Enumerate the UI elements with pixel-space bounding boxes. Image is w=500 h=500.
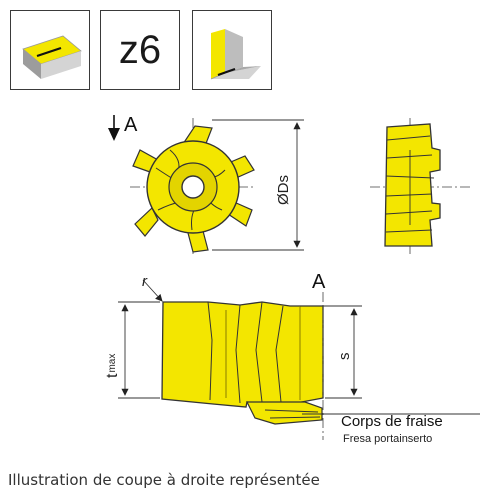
section-view <box>161 292 324 440</box>
insert-corner-cut-icon <box>210 29 261 80</box>
section-mark-side: A <box>312 271 326 293</box>
diameter-label: ØDs <box>275 175 292 205</box>
insert-center-hole <box>181 175 205 199</box>
insert-side-view <box>370 118 470 256</box>
tmax-label: tmax <box>104 354 121 378</box>
technical-drawing: A ØDs <box>104 114 480 445</box>
radius-label: r <box>142 273 148 290</box>
teeth-count-tile: z6 <box>100 10 180 90</box>
tool-body-section <box>246 401 323 425</box>
s-dimension <box>300 305 362 399</box>
tmax-dimension <box>118 301 160 399</box>
section-mark-top: A <box>124 114 138 136</box>
corner-cut-tile <box>192 10 272 90</box>
diameter-dimension <box>212 119 304 251</box>
cut-direction-tile <box>10 10 90 90</box>
insert-section <box>161 301 324 408</box>
insert-top-cut-icon <box>22 35 82 79</box>
body-label-fr: Corps de fraise <box>341 413 443 430</box>
section-arrow-top <box>108 115 120 141</box>
s-label: s <box>336 353 353 361</box>
body-label-it: Fresa portainserto <box>343 433 432 445</box>
caption: Illustration de coupe à droite représent… <box>8 471 320 489</box>
radius-dimension <box>142 279 163 302</box>
insert-top-view <box>130 118 256 256</box>
teeth-count-label: z6 <box>118 27 162 72</box>
